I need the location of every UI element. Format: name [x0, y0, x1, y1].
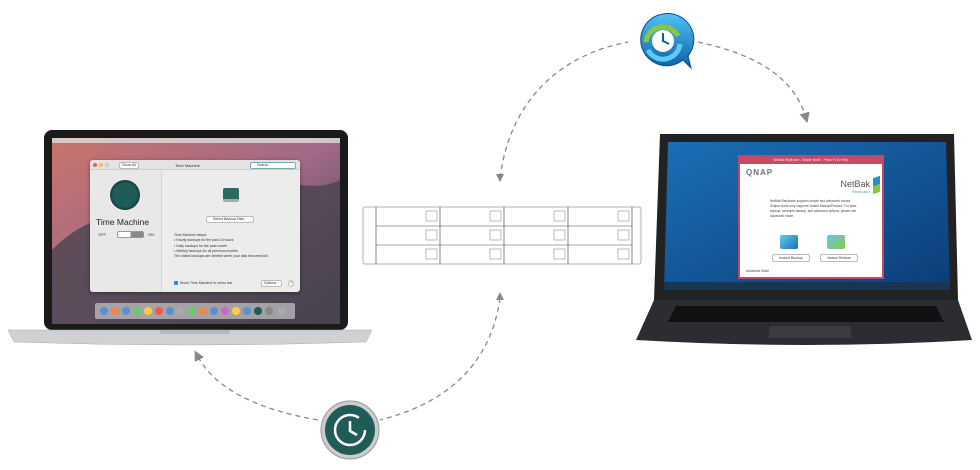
help-button[interactable]: ?: [288, 280, 294, 287]
netbak-replicator-window: NetBak Replicator - Simple Mode - Press …: [738, 155, 884, 279]
window-title: Time Machine: [175, 163, 200, 168]
select-backup-disk-button[interactable]: Select Backup Disk...: [206, 216, 254, 223]
instant-backup-button[interactable]: Instant Backup: [772, 254, 810, 262]
show-all-button[interactable]: Show All: [119, 162, 139, 169]
toggle-on-label: ON: [148, 232, 154, 237]
app-name: Time Machine: [96, 217, 150, 227]
arrowhead-icon: [496, 174, 504, 182]
description: NetBak Replicator supports simple and ad…: [770, 199, 858, 218]
arrow-nas-to-tm: [379, 297, 501, 421]
netbak-chevron-icon: [873, 175, 880, 195]
oldest-note: The oldest backups are deleted when your…: [174, 254, 269, 259]
keeps-heading: Time Machine keeps:: [174, 233, 208, 237]
minimize-button[interactable]: [99, 163, 103, 167]
time-machine-icon: [110, 180, 140, 210]
zoom-button[interactable]: [105, 163, 109, 167]
sidebar: Time Machine OFF ON: [90, 170, 162, 292]
show-in-menu-checkbox[interactable]: [174, 281, 178, 285]
title-bar: Show All Time Machine Search: [90, 160, 300, 170]
qnap-logo: QNAP: [746, 168, 774, 177]
arrowhead-icon: [496, 292, 504, 300]
time-machine-preferences-window: Show All Time Machine Search Time Machin…: [90, 160, 300, 292]
arrow-nas-to-qnap: [499, 41, 629, 179]
on-off-toggle[interactable]: [117, 231, 144, 238]
advanced-mode-link[interactable]: Advanced Mode: [746, 269, 770, 273]
close-button[interactable]: [93, 163, 97, 167]
restore-icon: [827, 235, 845, 249]
sync-arrows: [194, 41, 810, 421]
qnap-backup-icon: [640, 13, 695, 70]
window-title: NetBak Replicator - Simple Mode - Press …: [740, 157, 882, 164]
netbak-logo: NetBak: [840, 179, 870, 189]
show-in-menu-label: Show Time Machine in menu bar: [180, 281, 233, 285]
backup-icon: [780, 235, 798, 249]
keeps-item: • Hourly backups for the past 24 hours: [174, 238, 234, 243]
netbak-logo-sub: Replicator: [851, 189, 870, 194]
search-input[interactable]: Search: [250, 162, 296, 169]
instant-restore-button[interactable]: Instant Restore: [820, 254, 858, 262]
options-button[interactable]: Options...: [261, 280, 282, 287]
arrow-qnap-to-pc: [697, 41, 810, 123]
nas-device: [362, 206, 642, 265]
arrow-tm-to-mac: [194, 350, 319, 421]
backup-disk-icon: [223, 188, 239, 202]
time-machine-icon: [320, 400, 380, 460]
keeps-item: • Daily backups for the past month: [174, 243, 228, 248]
toggle-off-label: OFF: [98, 232, 106, 237]
keeps-item: • Weekly backups for all previous months: [174, 248, 238, 253]
